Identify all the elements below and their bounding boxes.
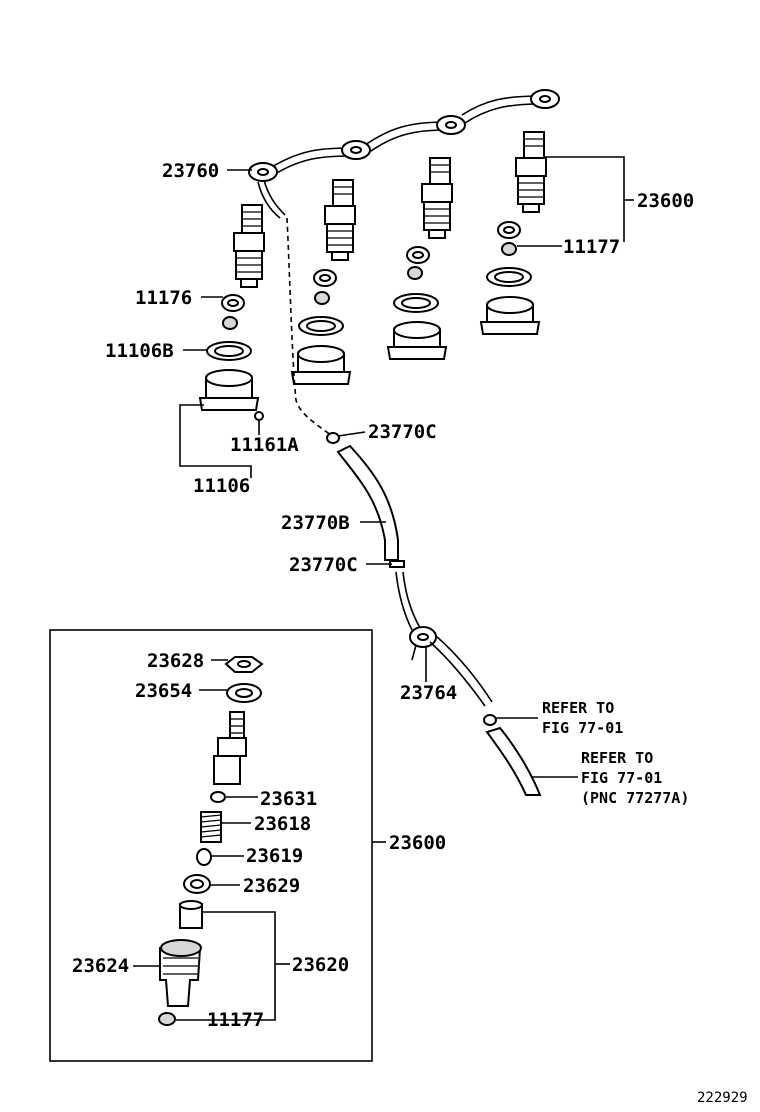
- label-23770B: 23770B: [281, 512, 350, 534]
- label-11106B: 11106B: [105, 340, 174, 362]
- label-23628: 23628: [147, 650, 204, 672]
- exploded-injector: [158, 656, 264, 1026]
- exploded-view-frame: [49, 629, 373, 1062]
- label-23770C-mid: 23770C: [289, 554, 358, 576]
- injector-4: [515, 131, 547, 213]
- leader-lines-bottom: [133, 659, 386, 1021]
- refer-note-1-line2: FIG 77-01: [542, 719, 623, 737]
- figure-id: 222929: [697, 1090, 748, 1106]
- label-23618: 23618: [254, 813, 311, 835]
- fuel-return-pipe: [248, 89, 560, 219]
- seal-parts-column-3: [386, 246, 448, 360]
- refer-note-2-line3: (PNC 77277A): [581, 789, 689, 807]
- label-23629: 23629: [243, 875, 300, 897]
- part-labels: 23760 23600 11177 11176 11106B 11161A 11…: [72, 160, 748, 1106]
- seal-parts-column-1: [198, 294, 264, 421]
- injector-2: [324, 179, 356, 261]
- label-23600-bottom: 23600: [389, 832, 446, 854]
- label-23624: 23624: [72, 955, 129, 977]
- label-11161A: 11161A: [230, 434, 299, 456]
- leader-lines-top: [179, 156, 634, 778]
- injector-3: [421, 157, 453, 239]
- label-23631: 23631: [260, 788, 317, 810]
- label-23600-top: 23600: [637, 190, 694, 212]
- label-11106: 11106: [193, 475, 250, 497]
- label-11177-top: 11177: [563, 236, 620, 258]
- label-23620: 23620: [292, 954, 349, 976]
- injector-1: [233, 204, 265, 288]
- label-23770C-top: 23770C: [368, 421, 437, 443]
- refer-note-1-line1: REFER TO: [542, 699, 614, 717]
- seal-parts-column-4: [479, 221, 541, 335]
- label-23619: 23619: [246, 845, 303, 867]
- return-hose: [286, 217, 542, 796]
- label-23764: 23764: [400, 682, 457, 704]
- label-11176: 11176: [135, 287, 192, 309]
- label-11177-bottom: 11177: [207, 1009, 264, 1031]
- label-23760: 23760: [162, 160, 219, 182]
- seal-parts-column-2: [290, 269, 352, 385]
- label-23654: 23654: [135, 680, 192, 702]
- refer-note-2-line1: REFER TO: [581, 749, 653, 767]
- refer-note-2-line2: FIG 77-01: [581, 769, 662, 787]
